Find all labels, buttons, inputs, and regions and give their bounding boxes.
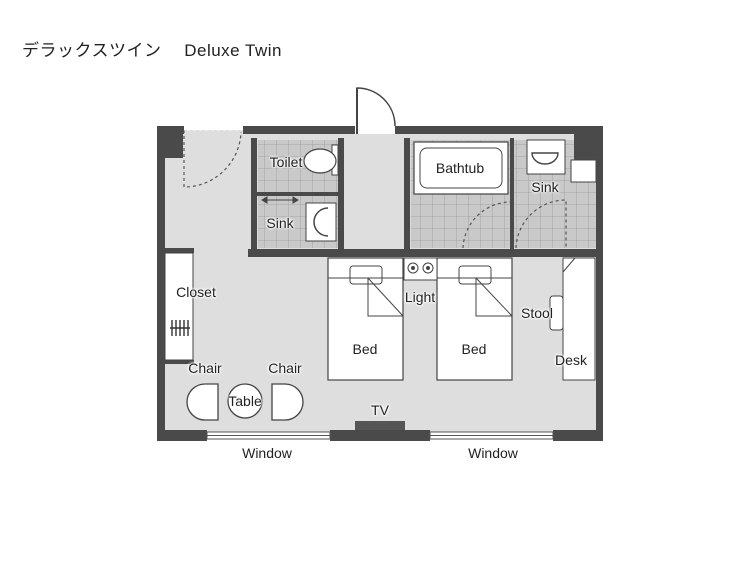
- bathtub-label: Bathtub: [435, 160, 485, 176]
- interior-walls: [160, 138, 596, 364]
- stool-label: Stool: [521, 305, 553, 321]
- chair-left: [186, 383, 219, 421]
- windows: [206, 431, 554, 440]
- bed-label: Bed: [352, 341, 378, 357]
- entrance-door: [355, 87, 396, 134]
- tv: [355, 421, 405, 430]
- closet: [164, 252, 194, 361]
- sink-basin-icon: [305, 202, 337, 242]
- toilet-bowl-icon: [303, 144, 339, 176]
- sink-label: Sink: [531, 179, 559, 195]
- desk: [549, 257, 596, 381]
- bed-left: [327, 257, 404, 381]
- bathtub-icon: [413, 141, 509, 195]
- light-switch-icon: [403, 257, 438, 281]
- plan-title: デラックスツイン Deluxe Twin: [22, 41, 283, 60]
- toilet-label: Toilet: [269, 154, 303, 170]
- sink-label: Sink: [266, 215, 294, 231]
- chair-label: Chair: [268, 360, 302, 376]
- table: [227, 383, 263, 419]
- light-label: Light: [404, 289, 436, 305]
- desk-label: Desk: [555, 352, 587, 368]
- hanger-icon: [170, 320, 190, 336]
- closet-label: Closet: [176, 284, 216, 300]
- chair-right: [271, 383, 304, 421]
- bed-right: [436, 257, 513, 381]
- exterior-walls: [157, 126, 603, 441]
- table-label: Table: [228, 393, 262, 409]
- bed-label: Bed: [461, 341, 487, 357]
- window-label: Window: [242, 445, 292, 461]
- chair-label: Chair: [188, 360, 222, 376]
- double-arrow-icon: [261, 196, 299, 204]
- sink-basin-icon: [526, 139, 597, 183]
- window-label: Window: [468, 445, 518, 461]
- tv-label: TV: [371, 402, 389, 418]
